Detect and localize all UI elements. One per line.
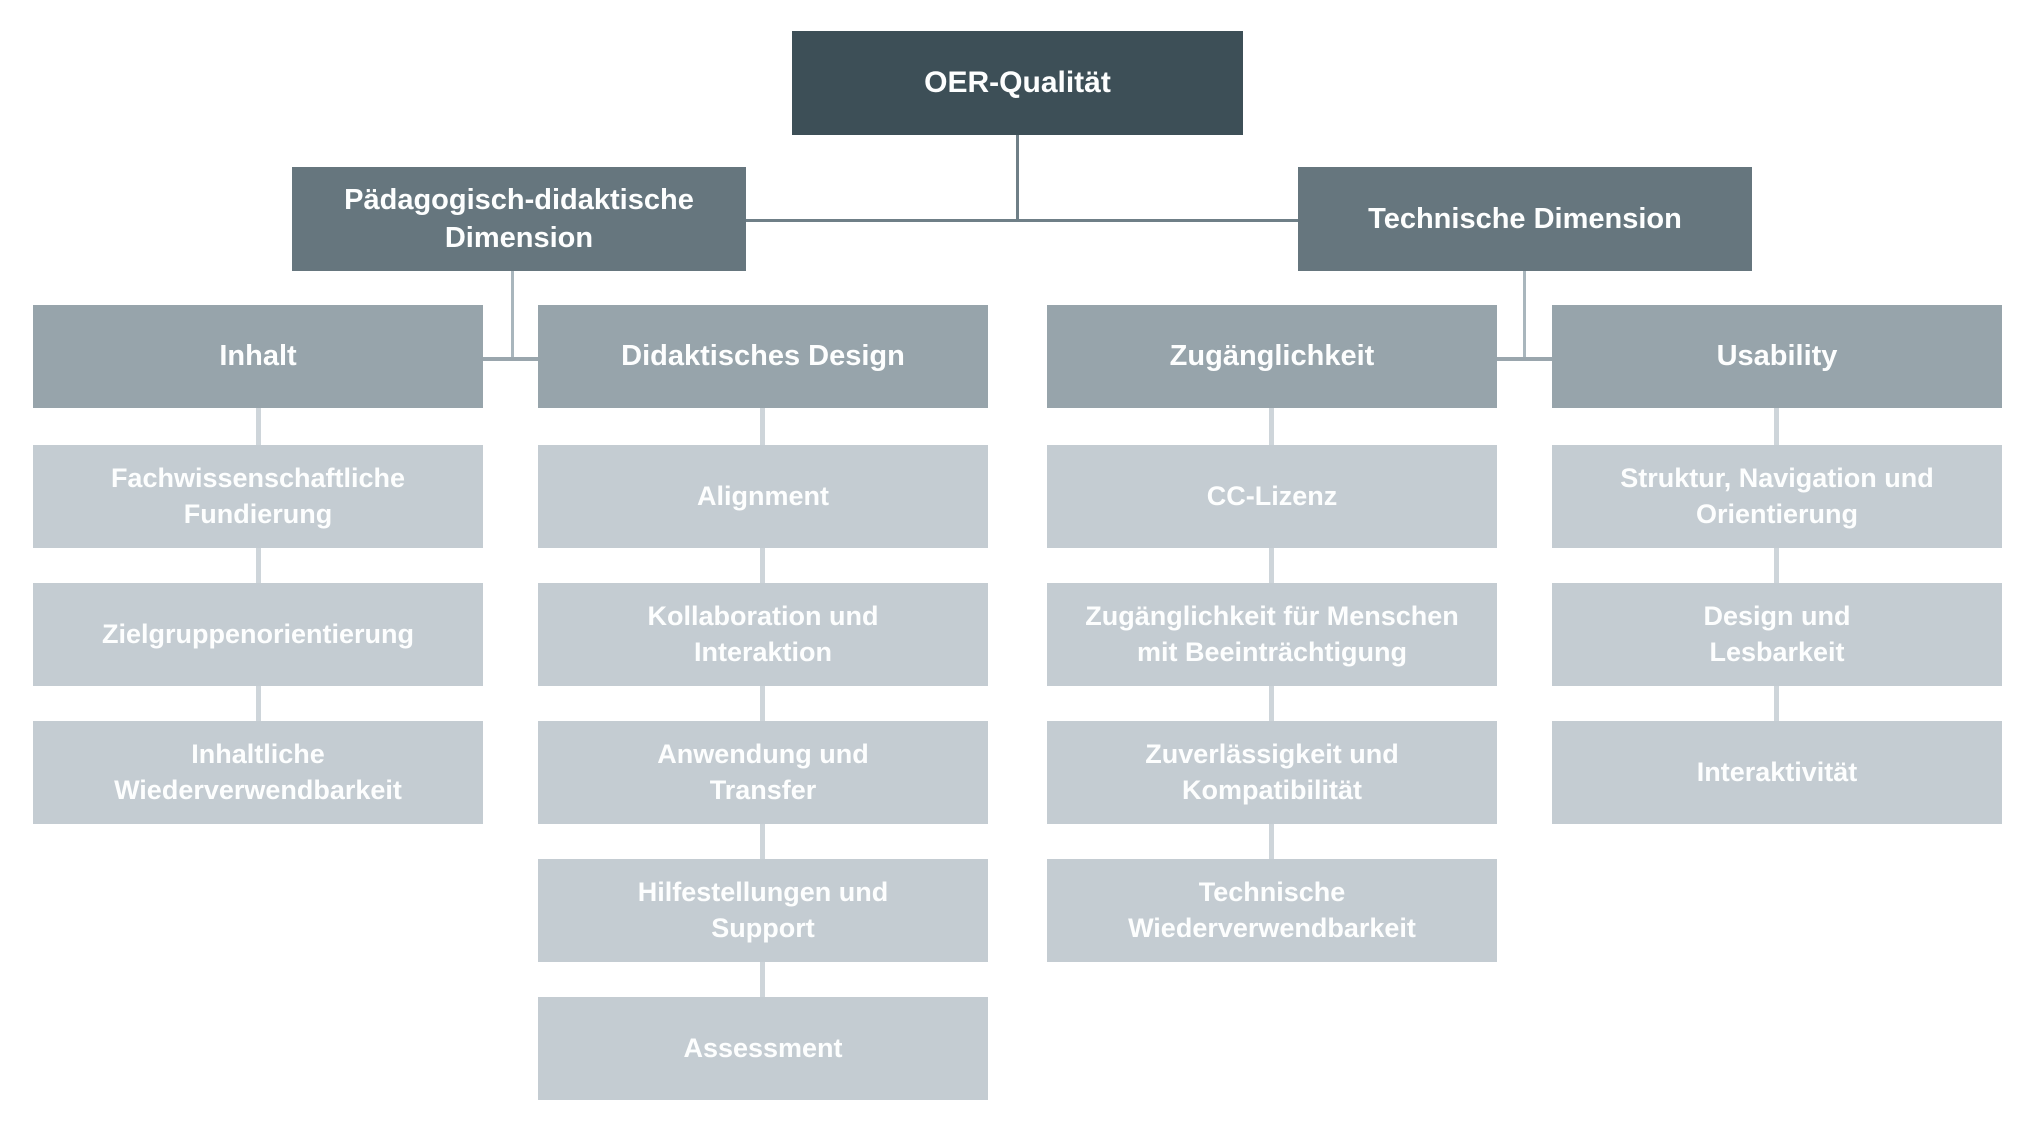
node-design-und-lesbarkeit: Design und Lesbarkeit [1552, 583, 2002, 686]
connector-column-vertical [256, 548, 261, 583]
node-cc-lizenz: CC-Lizenz [1047, 445, 1497, 548]
connector-column-vertical [760, 408, 765, 445]
connector-zugaenglichkeit-usability-horizontal [1497, 357, 1552, 361]
connector-column-vertical [1269, 686, 1274, 721]
connector-column-vertical [760, 824, 765, 859]
connector-column-vertical [1774, 686, 1779, 721]
connector-column-vertical [760, 962, 765, 997]
connector-column-vertical [1774, 408, 1779, 445]
connector-column-vertical [1269, 408, 1274, 445]
connector-column-vertical [760, 548, 765, 583]
node-struktur-navigation-und-orientierung: Struktur, Navigation und Orientierung [1552, 445, 2002, 548]
node-paedagogisch-didaktische-dimension: Pädagogisch-didaktische Dimension [292, 167, 746, 271]
node-zugaenglichkeit: Zugänglichkeit [1047, 305, 1497, 408]
node-didaktisches-design: Didaktisches Design [538, 305, 988, 408]
node-technische-wiederverwendbarkeit: Technische Wiederverwendbarkeit [1047, 859, 1497, 962]
connector-column-vertical [256, 408, 261, 445]
node-usability: Usability [1552, 305, 2002, 408]
node-technische-dimension: Technische Dimension [1298, 167, 1752, 271]
connector-column-vertical [1269, 824, 1274, 859]
node-assessment: Assessment [538, 997, 988, 1100]
connector-column-vertical [1269, 548, 1274, 583]
node-kollaboration-und-interaktion: Kollaboration und Interaktion [538, 583, 988, 686]
connector-column-vertical [256, 686, 261, 721]
connector-technische-vertical [1523, 271, 1526, 360]
node-oer-qualitaet: OER-Qualität [792, 31, 1243, 135]
node-fachwissenschaftliche-fundierung: Fachwissenschaftliche Fundierung [33, 445, 483, 548]
node-zielgruppenorientierung: Zielgruppenorientierung [33, 583, 483, 686]
node-alignment: Alignment [538, 445, 988, 548]
node-inhaltliche-wiederverwendbarkeit: Inhaltliche Wiederverwendbarkeit [33, 721, 483, 824]
connector-paedagogisch-vertical [511, 271, 514, 360]
connector-column-vertical [1774, 548, 1779, 583]
node-anwendung-und-transfer: Anwendung und Transfer [538, 721, 988, 824]
node-zuverlaessigkeit-und-kompatibilitaet: Zuverlässigkeit und Kompatibilität [1047, 721, 1497, 824]
connector-dimensions-horizontal [746, 219, 1298, 222]
connector-root-vertical [1016, 135, 1019, 222]
node-inhalt: Inhalt [33, 305, 483, 408]
node-interaktivitaet: Interaktivität [1552, 721, 2002, 824]
connector-column-vertical [760, 686, 765, 721]
connector-inhalt-didaktisches-horizontal [483, 357, 538, 361]
node-zugaenglichkeit-fuer-menschen-mit-beeintraechtigung: Zugänglichkeit für Menschen mit Beeinträ… [1047, 583, 1497, 686]
node-hilfestellungen-und-support: Hilfestellungen und Support [538, 859, 988, 962]
